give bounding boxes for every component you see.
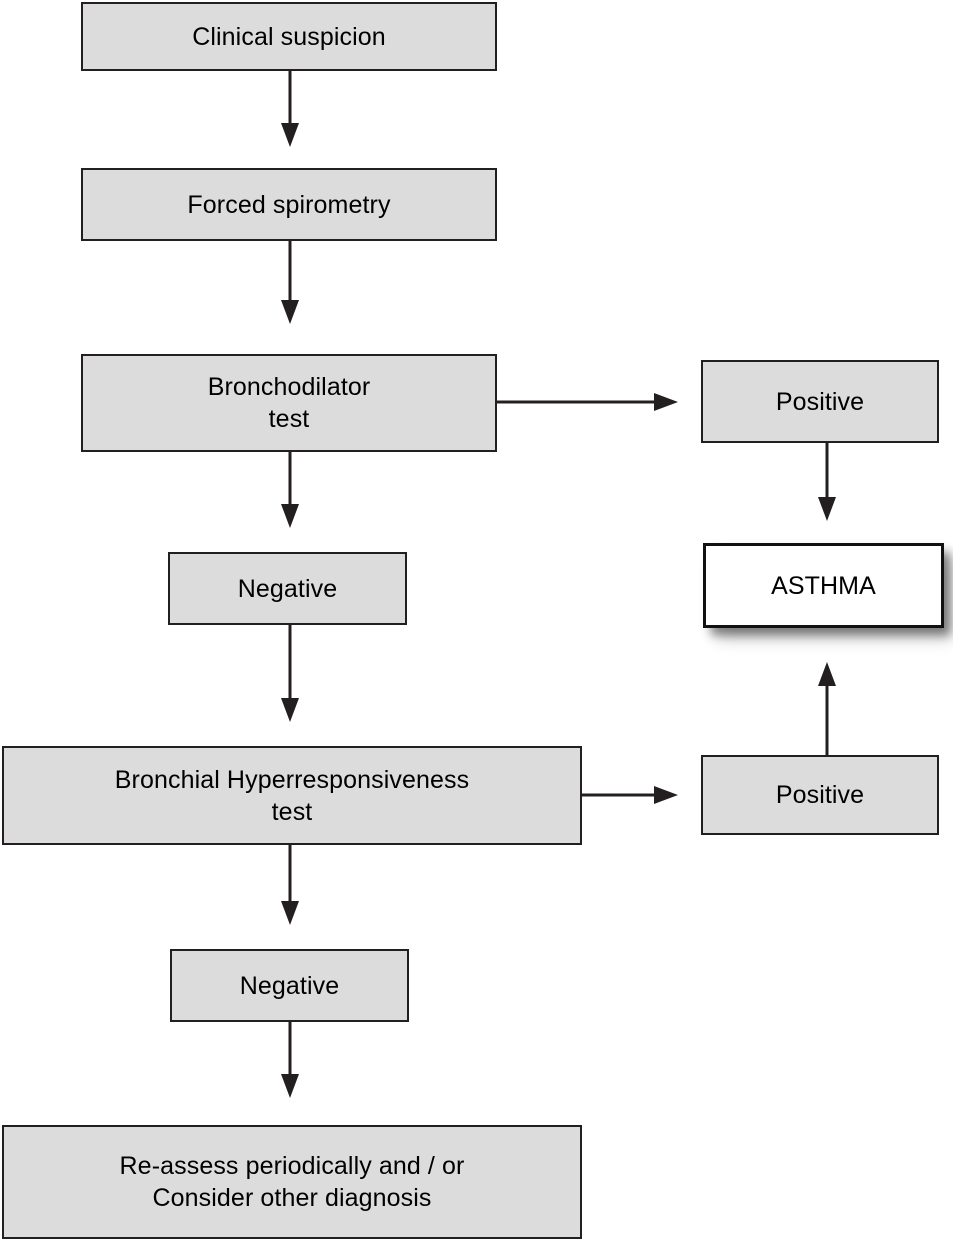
- arrow-negative-to-bhr-test: [281, 625, 299, 722]
- node-negative-bronchodilator[interactable]: Negative: [168, 552, 407, 625]
- node-reassess-or-consider-other-diagnosis[interactable]: Re-assess periodically and / or Consider…: [2, 1125, 582, 1239]
- arrow-bhr-test-to-negative: [281, 845, 299, 925]
- node-clinical-suspicion[interactable]: Clinical suspicion: [81, 2, 497, 71]
- node-asthma[interactable]: ASTHMA: [703, 543, 944, 628]
- arrow-bhr-test-to-positive: [582, 786, 678, 804]
- node-positive-bronchodilator[interactable]: Positive: [701, 360, 939, 443]
- arrow-positive-bhr-to-asthma: [818, 662, 836, 755]
- arrow-clinical-suspicion-to-forced-spirometry: [281, 71, 299, 147]
- arrow-bronchodilator-test-to-negative: [281, 452, 299, 528]
- arrow-bronchodilator-test-to-positive: [497, 393, 678, 411]
- node-bronchial-hyperresponsiveness-test[interactable]: Bronchial Hyperresponsiveness test: [2, 746, 582, 845]
- node-negative-bhr[interactable]: Negative: [170, 949, 409, 1022]
- node-positive-bhr[interactable]: Positive: [701, 755, 939, 835]
- node-bronchodilator-test[interactable]: Bronchodilator test: [81, 354, 497, 452]
- arrow-negative-to-reassess: [281, 1022, 299, 1098]
- arrow-positive-to-asthma: [818, 443, 836, 521]
- arrow-forced-spirometry-to-bronchodilator-test: [281, 241, 299, 324]
- node-forced-spirometry[interactable]: Forced spirometry: [81, 168, 497, 241]
